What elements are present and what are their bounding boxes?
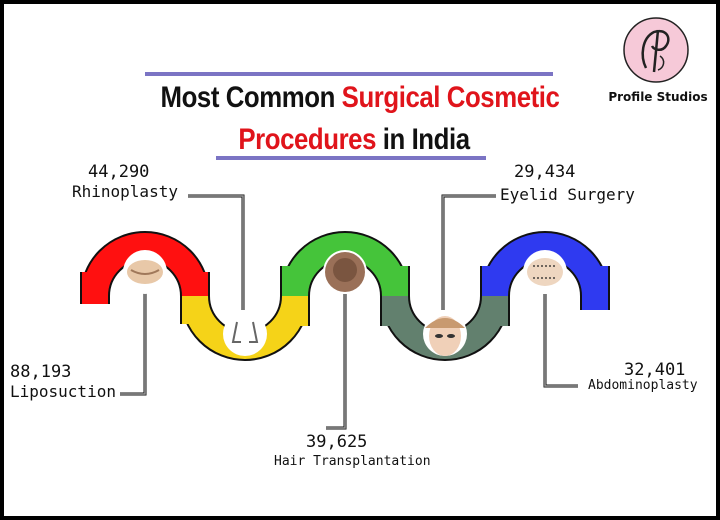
value-label-liposuction: 88,193 (10, 362, 72, 382)
leader-lines (120, 194, 578, 430)
brand-name: Profile Studios (608, 90, 708, 104)
ribbon-arc-blue (482, 233, 608, 297)
leader-line-highlight-abdominoplasty (544, 294, 578, 387)
nose-icon (223, 312, 267, 356)
value-label-hair-transplantation: 39,625 (306, 432, 368, 452)
leader-line-hair-transplantation (326, 294, 347, 430)
title-line-2: Procedures in India (238, 123, 470, 156)
category-label-liposuction: Liposuction (10, 382, 116, 401)
procedures-chart (80, 194, 610, 430)
title-bottom-rule (216, 156, 486, 160)
belly-pinch-icon (123, 250, 167, 294)
category-label-abdominoplasty: Abdominoplasty (588, 378, 698, 393)
category-label-eyelid-surgery: Eyelid Surgery (500, 185, 635, 204)
title-top-rule (145, 72, 553, 76)
title-highlight-1: Surgical Cosmetic (341, 81, 560, 114)
value-label-rhinoplasty: 44,290 (88, 162, 150, 182)
value-label-abdominoplasty: 32,401 (624, 360, 686, 380)
eye-face-icon (423, 312, 467, 356)
leader-line-abdominoplasty (543, 294, 578, 388)
procedure-icons (123, 250, 567, 356)
leader-line-highlight-hair-transplantation (326, 294, 346, 429)
leader-line-highlight-eyelid-surgery (442, 195, 496, 310)
scalp-icon (323, 250, 367, 294)
category-label-rhinoplasty: Rhinoplasty (72, 182, 178, 201)
leader-line-highlight-liposuction (120, 292, 146, 395)
leader-line-liposuction (120, 292, 147, 396)
value-label-eyelid-surgery: 29,434 (514, 162, 576, 182)
ribbon-arc-red (82, 233, 208, 297)
title-line-1: Most Common Surgical Cosmetic (160, 81, 560, 114)
profile-studios-logo (623, 17, 689, 83)
category-label-hair-transplantation: Hair Transplantation (274, 454, 431, 469)
abdomen-markings-icon (523, 250, 567, 294)
title-highlight-2: Procedures (238, 123, 377, 156)
infographic-canvas: Most Common Surgical Cosmetic Procedures… (4, 4, 716, 516)
ribbon-arc-green (282, 233, 408, 297)
leader-line-highlight-rhinoplasty (188, 195, 244, 310)
